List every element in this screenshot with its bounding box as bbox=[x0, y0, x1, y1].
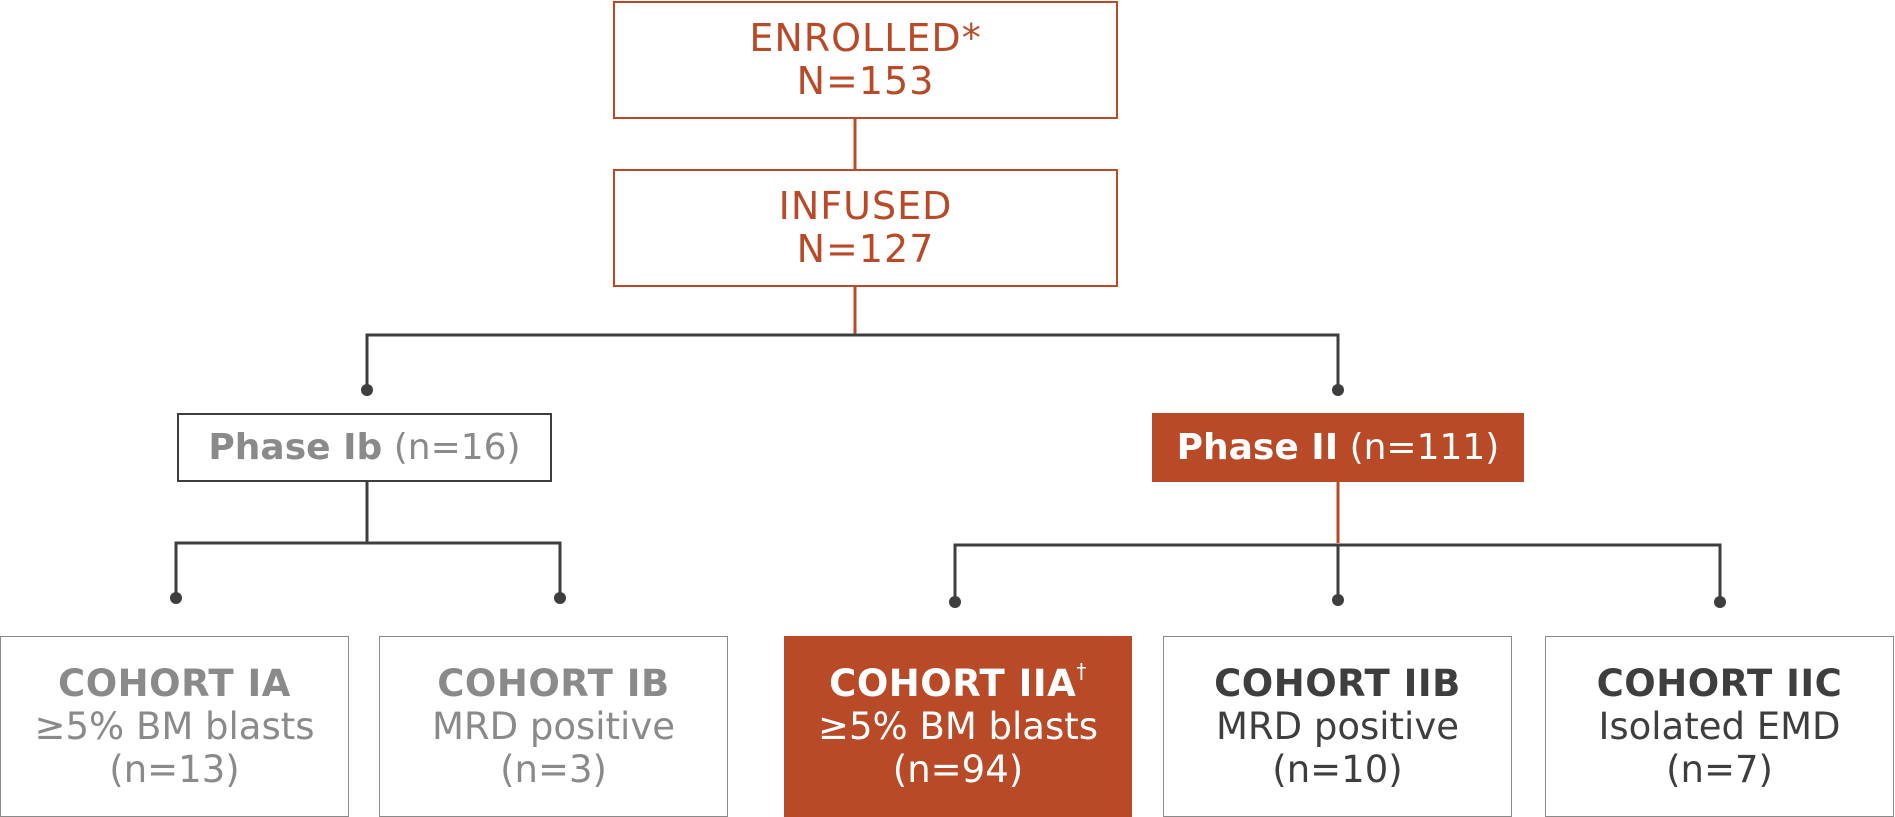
enrolled-footnote-marker: * bbox=[961, 16, 982, 60]
phase-ib-text: Phase Ib (n=16) bbox=[208, 426, 521, 468]
cohort-iia-box: COHORT IIA† ≥5% BM blasts (n=94) bbox=[784, 636, 1132, 817]
enrolled-count: N=153 bbox=[796, 59, 935, 103]
cohort-iib-count: (n=10) bbox=[1272, 748, 1403, 791]
connector-cohort-i-bracket bbox=[174, 541, 562, 598]
cohort-ia-criteria: ≥5% BM blasts bbox=[34, 705, 315, 748]
cohort-ib-box: COHORT IB MRD positive (n=3) bbox=[379, 636, 728, 817]
cohort-iic-criteria: Isolated EMD bbox=[1598, 705, 1841, 748]
cohort-iic-count: (n=7) bbox=[1666, 748, 1773, 791]
cohort-iia-criteria: ≥5% BM blasts bbox=[817, 705, 1099, 748]
infused-label: INFUSED bbox=[778, 184, 953, 228]
connector-phase-bracket bbox=[365, 333, 1340, 390]
phase-ii-box: Phase II (n=111) bbox=[1152, 413, 1524, 482]
connector-dot-cohort-iic bbox=[1714, 596, 1726, 608]
phase-ii-count: (n=111) bbox=[1349, 426, 1500, 468]
connector-dot-cohort-iib bbox=[1332, 594, 1344, 606]
connector-dot-phase-ii bbox=[1332, 384, 1344, 396]
connector-dot-cohort-ia bbox=[170, 592, 182, 604]
cohort-iia-title: COHORT IIA† bbox=[829, 659, 1087, 705]
cohort-ib-criteria: MRD positive bbox=[431, 705, 675, 748]
infused-count: N=127 bbox=[796, 227, 935, 271]
connector-dot-phase-ib bbox=[361, 384, 373, 396]
phase-ii-text: Phase II (n=111) bbox=[1176, 426, 1500, 468]
enrolled-label: ENROLLED* bbox=[749, 16, 982, 60]
phase-ib-label: Phase Ib bbox=[208, 426, 383, 468]
cohort-ia-box: COHORT IA ≥5% BM blasts (n=13) bbox=[0, 636, 349, 817]
phase-ii-label: Phase II bbox=[1176, 426, 1339, 468]
connector-dot-cohort-iia bbox=[949, 596, 961, 608]
cohort-iib-title: COHORT IIB bbox=[1214, 662, 1461, 705]
infused-box: INFUSED N=127 bbox=[613, 169, 1118, 287]
cohort-ia-count: (n=13) bbox=[109, 748, 240, 791]
cohort-iib-criteria: MRD positive bbox=[1215, 705, 1459, 748]
cohort-iia-footnote-marker: † bbox=[1076, 659, 1087, 683]
connector-dot-cohort-ib bbox=[554, 592, 566, 604]
cohort-iia-count: (n=94) bbox=[892, 748, 1024, 791]
phase-ib-count: (n=16) bbox=[393, 426, 521, 468]
phase-ib-box: Phase Ib (n=16) bbox=[177, 413, 552, 482]
cohort-ib-count: (n=3) bbox=[500, 748, 607, 791]
cohort-iic-title: COHORT IIC bbox=[1596, 662, 1843, 705]
cohort-iib-box: COHORT IIB MRD positive (n=10) bbox=[1163, 636, 1512, 817]
enrolled-box: ENROLLED* N=153 bbox=[613, 1, 1118, 119]
cohort-ia-title: COHORT IA bbox=[58, 662, 291, 705]
cohort-ib-title: COHORT IB bbox=[437, 662, 670, 705]
cohort-iic-box: COHORT IIC Isolated EMD (n=7) bbox=[1545, 636, 1894, 817]
